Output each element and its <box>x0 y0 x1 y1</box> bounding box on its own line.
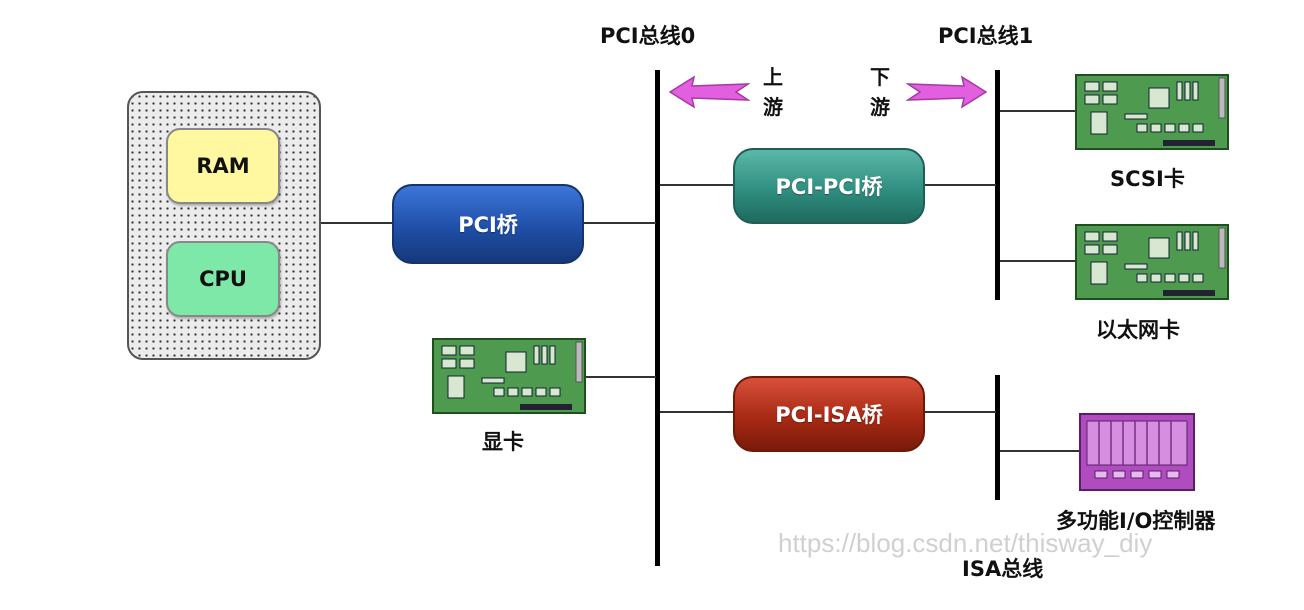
pci-bridge-label: PCI桥 <box>458 213 518 237</box>
link-bus1-to-scsi-card <box>1000 110 1076 112</box>
pci-pci-bridge-label: PCI-PCI桥 <box>775 175 883 199</box>
link-graphics-card-to-bus0 <box>584 376 656 378</box>
pci-bus-1-label: PCI总线1 <box>938 24 1034 48</box>
io-controller-label: 多功能I/O控制器 <box>1056 509 1216 533</box>
cpu-block: CPU <box>166 241 280 317</box>
link-host-to-pci-bridge <box>317 222 393 224</box>
pci-pci-bridge: PCI-PCI桥 <box>733 148 925 224</box>
pci-isa-bridge-label: PCI-ISA桥 <box>775 403 883 427</box>
ethernet-card-icon <box>1075 224 1229 300</box>
graphics-card-icon <box>432 338 586 414</box>
downstream-label-1: 下 <box>870 65 890 89</box>
cpu-label: CPU <box>199 267 247 291</box>
ram-label: RAM <box>196 154 250 178</box>
io-controller-icon <box>1079 413 1195 491</box>
link-pci-pci-bridge-to-bus1 <box>921 184 996 186</box>
pci-isa-bridge: PCI-ISA桥 <box>733 376 925 452</box>
ethernet-card-label: 以太网卡 <box>1096 318 1180 342</box>
upstream-label-2: 游 <box>763 95 783 119</box>
pci-bus-0-label: PCI总线0 <box>600 24 696 48</box>
link-isa-bus-to-io-controller <box>1000 450 1080 452</box>
graphics-card-label: 显卡 <box>482 430 524 454</box>
pci-bridge: PCI桥 <box>392 184 584 264</box>
link-bus0-to-pci-isa-bridge <box>660 411 734 413</box>
downstream-label-2: 游 <box>870 95 890 119</box>
pci-bus-0 <box>655 70 660 566</box>
upstream-label-1: 上 <box>763 65 783 89</box>
upstream-arrow-icon <box>668 75 750 109</box>
link-pci-isa-bridge-to-isa-bus <box>921 411 996 413</box>
pci-bus-1 <box>995 70 1000 300</box>
scsi-card-icon <box>1075 74 1229 150</box>
scsi-card-label: SCSI卡 <box>1110 167 1185 191</box>
link-pci-bridge-to-bus0 <box>580 222 656 224</box>
isa-bus <box>995 375 1000 500</box>
ram-block: RAM <box>166 128 280 204</box>
downstream-arrow-icon <box>906 75 988 109</box>
link-bus1-to-ethernet-card <box>1000 260 1076 262</box>
link-bus0-to-pci-pci-bridge <box>660 184 734 186</box>
isa-bus-label: ISA总线 <box>962 557 1044 581</box>
watermark: https://blog.csdn.net/thisway_diy <box>778 528 1153 558</box>
